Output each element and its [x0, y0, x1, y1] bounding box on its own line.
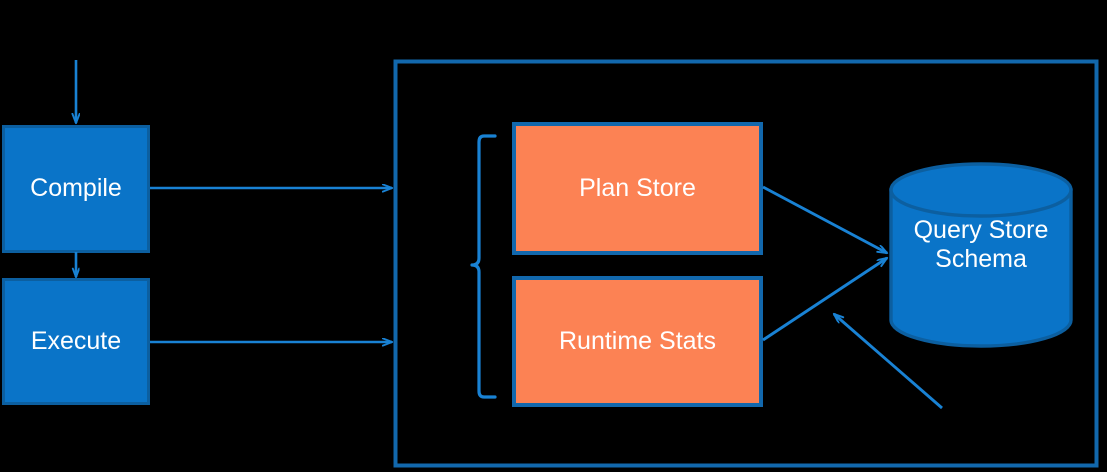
plan-store-to-schema-arrow: [762, 185, 887, 255]
runtime-stats-box-shape[interactable]: [512, 276, 763, 407]
query-store-container: [393, 59, 1099, 468]
query-store-schema-cylinder[interactable]: [889, 162, 1073, 348]
compile-box-shape[interactable]: [2, 125, 150, 253]
execute-box-shape[interactable]: [2, 278, 150, 405]
external-to-schema-arrow: [834, 312, 943, 410]
grouping-brace: [470, 134, 497, 399]
plan-store-box-shape[interactable]: [512, 122, 763, 255]
runtime-stats-to-schema-arrow: [762, 256, 887, 342]
